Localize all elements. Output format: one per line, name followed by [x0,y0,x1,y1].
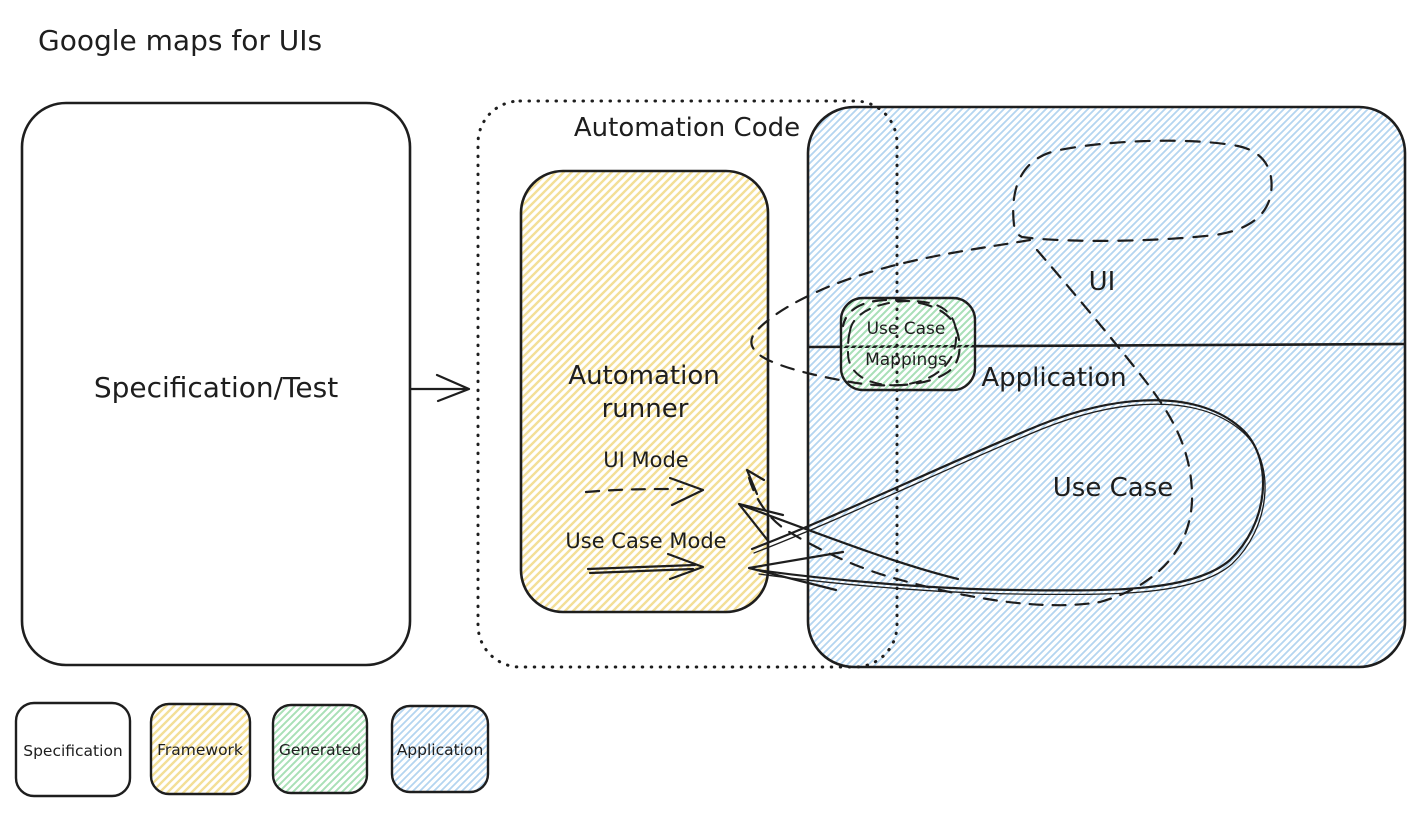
ui-to-mappings-dashed-curve [750,238,1032,387]
use-case-link-arrow [739,503,960,581]
automation-code-box [476,99,899,669]
ui-loop-dashed-arrowhead [745,468,766,496]
use-case-mappings-label-line2: Mappings [865,350,947,370]
automation-code-label: Automation Code [574,113,800,143]
legend-framework-box [149,702,252,796]
use-case-loop [750,399,1265,592]
label-layer: Google maps for UIs Specification/Test A… [23,24,1173,760]
use-case-mode-arrow [586,563,697,575]
use-case-link-arrowhead [737,502,785,544]
ui-region-dashed-blob [1012,139,1273,242]
legend-framework-label: Framework [157,741,243,759]
application-label: Application [981,363,1126,393]
ui-region-label: UI [1089,267,1116,297]
use-case-loop-echo [753,403,1266,596]
automation-runner-box [519,169,770,614]
use-case-mappings-box [839,296,977,392]
page-title: Google maps for UIs [38,24,322,57]
use-case-mode-label: Use Case Mode [565,529,726,553]
use-case-label: Use Case [1053,473,1173,503]
automation-runner-label-line2: runner [602,394,689,424]
spec-to-automation-arrow [409,373,471,403]
ui-loop-dashed-curve [746,248,1194,607]
legend-specification-box [14,701,132,798]
legend-generated-label: Generated [279,741,361,759]
use-case-mappings-label-line1: Use Case [867,319,946,339]
ui-mode-arrowhead [668,476,705,507]
application-box [806,105,1407,669]
specification-test-label: Specification/Test [94,371,338,404]
ui-mode-arrow [584,487,684,494]
legend-application-label: Application [397,741,484,759]
specification-test-box [20,101,412,667]
use-case-loop-arrowhead [747,550,845,592]
legend-application-box [390,704,490,794]
ui-mode-label: UI Mode [603,448,688,472]
automation-runner-label-line1: Automation [568,361,719,391]
legend-specification-label: Specification [23,742,123,760]
shape-layer [14,99,1407,798]
legend-generated-box [271,703,369,795]
use-case-mode-arrowhead [666,552,705,581]
